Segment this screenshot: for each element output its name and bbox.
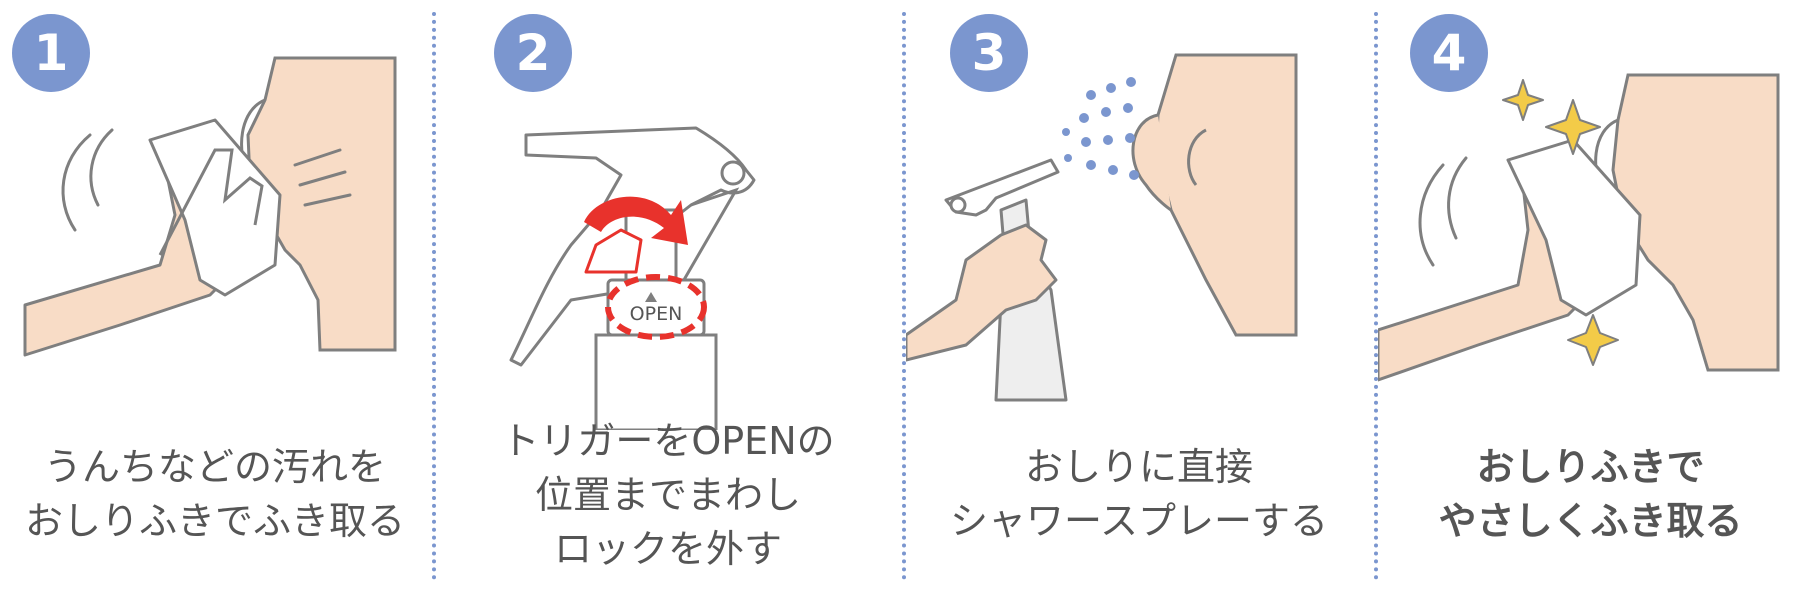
wet-wipe [1506,138,1642,317]
spray-droplets [1062,77,1139,180]
sparkle-icon [1567,314,1619,366]
caption-line: 位置までまわし [534,473,801,517]
caption-line: やさしくふき取る [1438,499,1743,543]
step-caption: うんちなどの汚れを おしりふきでふき取る [0,440,430,548]
sparkle-icon [1545,99,1601,155]
step-4: 4 おしりふきで やさしくふき取る [1378,0,1803,597]
buttocks-shape [1154,53,1298,337]
caption-line: おしりふきでふき取る [24,499,405,543]
step-caption: おしりに直接 シャワースプレーする [906,440,1372,548]
caption-line: シャワースプレーする [949,499,1329,543]
open-highlight-circle [605,274,707,340]
caption-line: うんちなどの汚れを [43,445,386,489]
step-number-badge: 4 [1410,14,1488,92]
step-number-badge: 3 [950,14,1028,92]
step-number-badge: 1 [12,14,90,92]
step-divider [902,12,906,580]
buttocks-shape [1611,73,1780,372]
sparkle-icon [1502,79,1544,121]
gentle-wiping-illustration [1378,73,1780,382]
step-1: 1 うんちなどの汚れを おしりふきでふき取る [0,0,430,597]
wet-wipe [148,118,282,297]
step-divider [432,12,436,580]
nozzle-pin [720,160,746,186]
buttocks-shape [246,56,397,352]
spray-trigger-unlock-illustration: OPEN [509,126,756,430]
open-label: OPEN [630,303,683,325]
trigger-tab-highlight [584,228,643,274]
motion-lines [1418,156,1468,267]
step-caption: おしりふきで やさしくふき取る [1378,440,1803,548]
caption-line: トリガーをOPENの [501,419,835,463]
caption-line: おしりに直接 [1024,445,1253,489]
rotate-arrow-icon [584,196,688,245]
open-indicator-icon [645,292,657,302]
shower-spray-illustration [906,53,1298,402]
caption-line: ロックを外す [553,527,782,571]
bottle-body [594,333,718,430]
wiping-with-wipe-illustration [23,56,397,357]
step-caption: トリガーをOPENの 位置までまわし ロックを外す [436,414,900,576]
step-number-badge: 2 [494,14,572,92]
step-divider [1374,12,1378,580]
holding-hand [906,223,1058,362]
step-2: 2 OPEN トリガーをOPENの 位置までまわし ロックを外す [436,0,900,597]
sparkle-icons [1502,79,1619,366]
step-3: 3 おしりに直接 シャワースプレーする [906,0,1372,597]
caption-line: おしりふきで [1476,445,1705,489]
motion-lines [61,128,352,232]
